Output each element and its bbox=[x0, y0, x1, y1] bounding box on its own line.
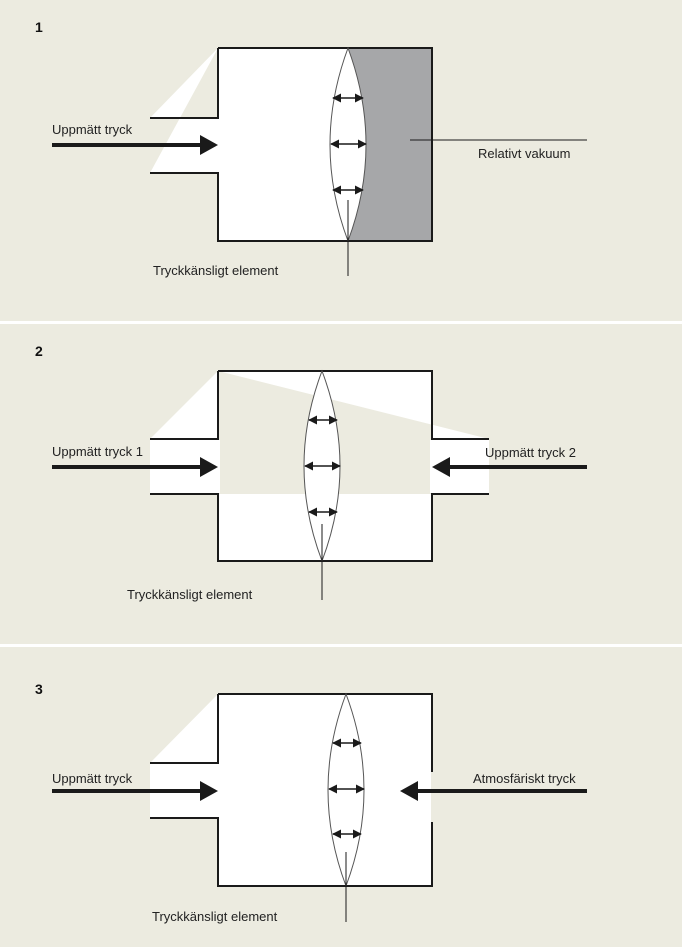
input-pressure-1-label: Uppmätt tryck 1 bbox=[52, 444, 144, 459]
panel-number: 2 bbox=[35, 343, 43, 359]
element-label: Tryckkänsligt element bbox=[127, 587, 253, 602]
panel-differential-pressure: 2 Uppmätt tryck 1 Uppmätt tryck 2 Tryckk… bbox=[0, 324, 682, 644]
panel-gauge-pressure: 3 Uppmätt tryck Atmosfäriskt tryck Tryck… bbox=[0, 647, 682, 947]
panel-2-drawing bbox=[52, 369, 587, 600]
input-pressure-2-label: Uppmätt tryck 2 bbox=[485, 445, 577, 460]
input-pressure-label: Uppmätt tryck bbox=[52, 122, 133, 137]
chamber-outline bbox=[150, 370, 489, 562]
input-pressure-label: Uppmätt tryck bbox=[52, 771, 133, 786]
panel-1-drawing bbox=[52, 46, 587, 276]
vacuum-label: Relativt vakuum bbox=[478, 146, 571, 161]
element-label: Tryckkänsligt element bbox=[152, 909, 278, 924]
panel-number: 3 bbox=[35, 681, 43, 697]
atmospheric-pressure-label: Atmosfäriskt tryck bbox=[473, 771, 576, 786]
panel-absolute-pressure: 1 Uppmätt tryck Relativt vakuum Tryckkän… bbox=[0, 0, 682, 321]
panel-number: 1 bbox=[35, 19, 43, 35]
vacuum-chamber bbox=[348, 48, 432, 241]
panel-3-drawing bbox=[52, 692, 587, 922]
element-label: Tryckkänsligt element bbox=[153, 263, 279, 278]
